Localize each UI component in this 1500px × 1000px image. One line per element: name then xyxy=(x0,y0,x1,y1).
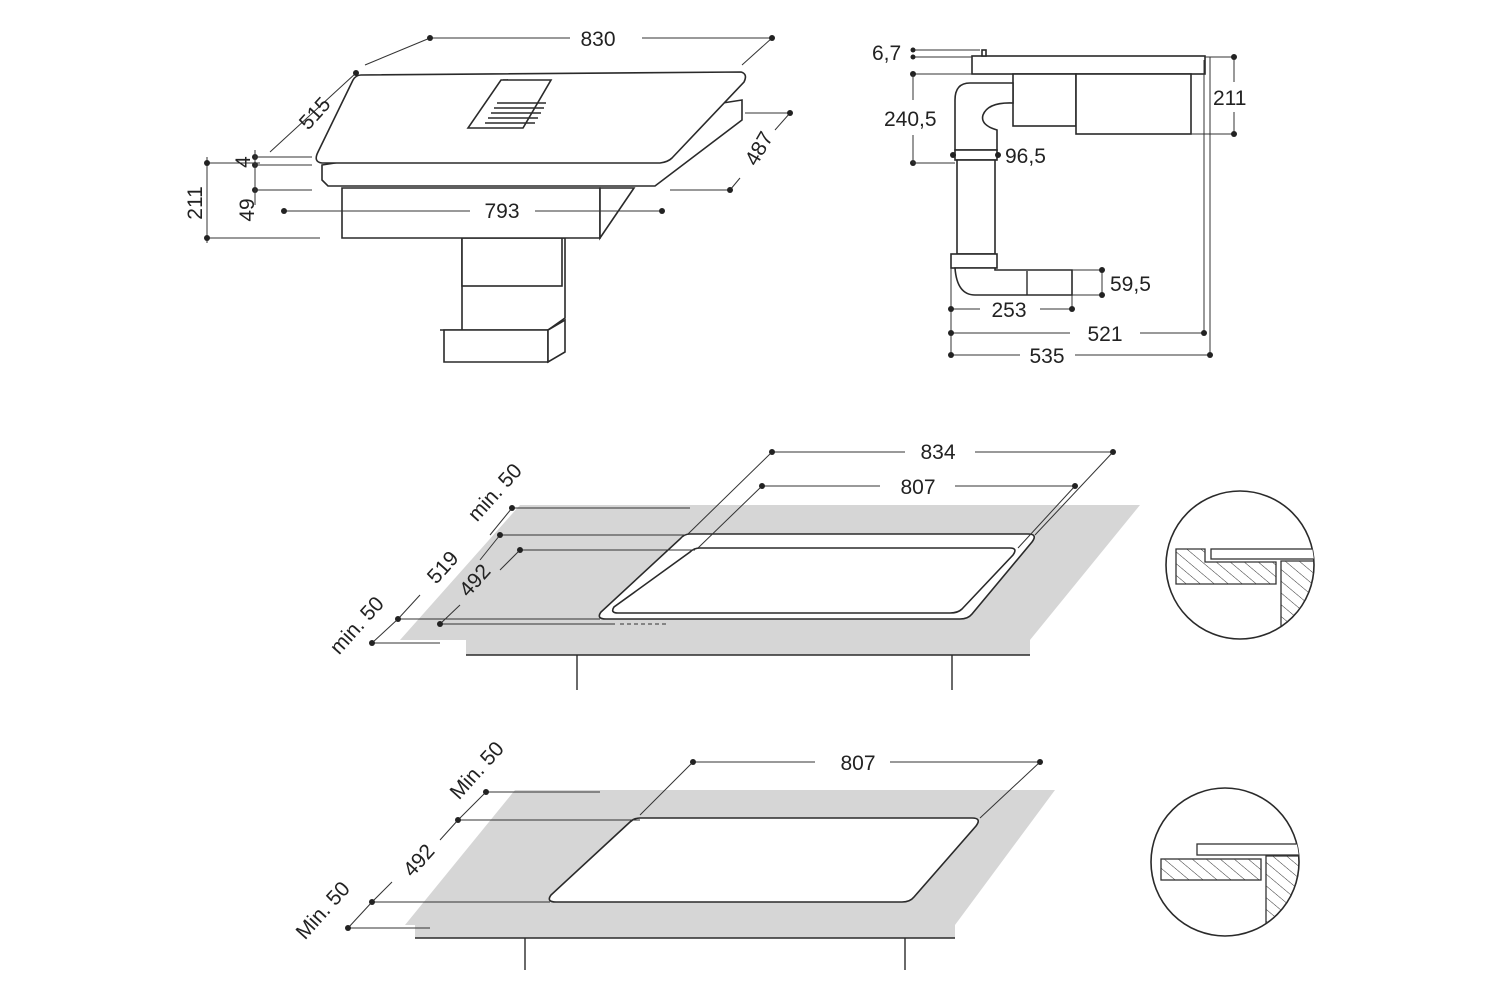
dim-49: 49 xyxy=(236,198,259,221)
cutout-top-mount xyxy=(548,817,980,903)
detail-flush-mount xyxy=(1165,490,1315,640)
dim-min-50-front-top: Min. 50 xyxy=(292,877,355,944)
dim-min-50-rear-top: Min. 50 xyxy=(446,737,509,804)
dim-253: 253 xyxy=(991,299,1026,322)
dim-807-top: 807 xyxy=(840,752,875,775)
dim-807-flush: 807 xyxy=(900,476,935,499)
side-glass xyxy=(971,55,1206,75)
dim-211-side: 211 xyxy=(1213,87,1246,110)
dim-96-5: 96,5 xyxy=(1005,145,1046,168)
dim-min-50-front: min. 50 xyxy=(326,592,389,659)
dim-492-top: 492 xyxy=(399,840,440,881)
detail-top-mount xyxy=(1150,787,1300,937)
dim-6-7: 6,7 xyxy=(872,42,901,65)
dim-59-5: 59,5 xyxy=(1110,273,1151,296)
top-mount-worktop xyxy=(345,759,1055,970)
dim-830: 830 xyxy=(580,28,615,51)
dim-521: 521 xyxy=(1087,323,1122,346)
dim-487: 487 xyxy=(741,128,778,170)
flush-mount-worktop xyxy=(369,449,1140,690)
dim-4: 4 xyxy=(232,156,255,168)
dim-535: 535 xyxy=(1029,345,1064,368)
outlet-box xyxy=(443,329,549,363)
hob-perspective xyxy=(204,35,793,364)
motor-box xyxy=(341,187,601,239)
dim-240-5: 240,5 xyxy=(884,108,937,131)
cutout-inner xyxy=(611,547,1016,614)
duct-upper xyxy=(461,237,563,287)
dim-211: 211 xyxy=(184,186,207,219)
hob-side-view xyxy=(910,47,1237,358)
dim-793: 793 xyxy=(484,200,519,223)
downdraft-vent xyxy=(466,79,553,129)
dim-834: 834 xyxy=(920,441,955,464)
